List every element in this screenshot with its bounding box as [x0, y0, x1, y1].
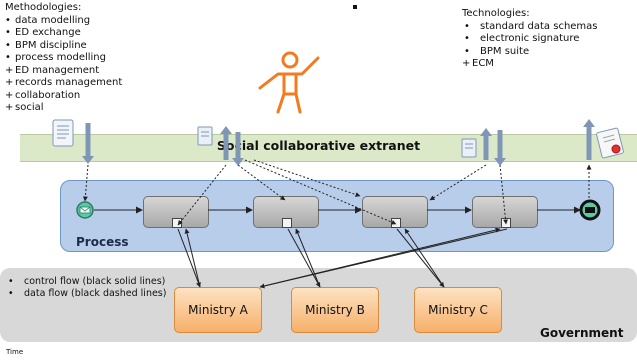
data-flow-lines [82, 159, 592, 226]
data-arrow-heads [82, 119, 595, 166]
process-task-1[interactable] [143, 196, 209, 228]
methodologies-section: Methodologies: data modelling ED exchang… [5, 2, 122, 115]
signed-document-icon [596, 127, 624, 159]
subprocess-marker-icon [282, 218, 292, 228]
methodology-item: records management [5, 77, 122, 90]
legend: control flow (black solid lines) data fl… [8, 276, 168, 299]
government-label: Government [540, 326, 624, 340]
technology-item: standard data schemas [462, 21, 598, 34]
ministry-c-node[interactable]: Ministry C [414, 287, 502, 333]
methodology-item: process modelling [5, 52, 122, 65]
extranet-label: Social collaborative extranet [216, 138, 421, 153]
person-icon [258, 51, 320, 114]
document-icon [197, 126, 213, 146]
footer-time-label: Time [6, 348, 24, 356]
technologies-section: Technologies: standard data schemas elec… [462, 8, 598, 71]
document-icon [52, 119, 74, 147]
legend-data-flow: data flow (black dashed lines) [8, 288, 168, 300]
top-mark [353, 5, 357, 9]
methodology-item: ED exchange [5, 27, 122, 40]
control-flow-lines [94, 206, 581, 289]
document-icon [461, 138, 477, 158]
legend-control-flow: control flow (black solid lines) [8, 276, 168, 288]
start-event-icon [76, 201, 94, 219]
process-task-2[interactable] [253, 196, 319, 228]
methodology-item: BPM discipline [5, 40, 122, 53]
methodologies-title: Methodologies: [5, 2, 82, 13]
extranet-band [20, 134, 637, 162]
methodology-item: collaboration [5, 90, 122, 103]
methodology-item: social [5, 102, 122, 115]
methodology-item: data modelling [5, 15, 122, 28]
process-label: Process [76, 235, 129, 249]
technologies-title: Technologies: [462, 8, 530, 19]
technology-item: ECM [462, 58, 598, 71]
methodology-item: ED management [5, 65, 122, 78]
technology-item: BPM suite [462, 46, 598, 59]
ministry-b-node[interactable]: Ministry B [291, 287, 379, 333]
data-arrow-icons [85, 123, 592, 160]
ministry-a-node[interactable]: Ministry A [174, 287, 262, 333]
technology-item: electronic signature [462, 33, 598, 46]
end-event-icon [579, 199, 601, 221]
